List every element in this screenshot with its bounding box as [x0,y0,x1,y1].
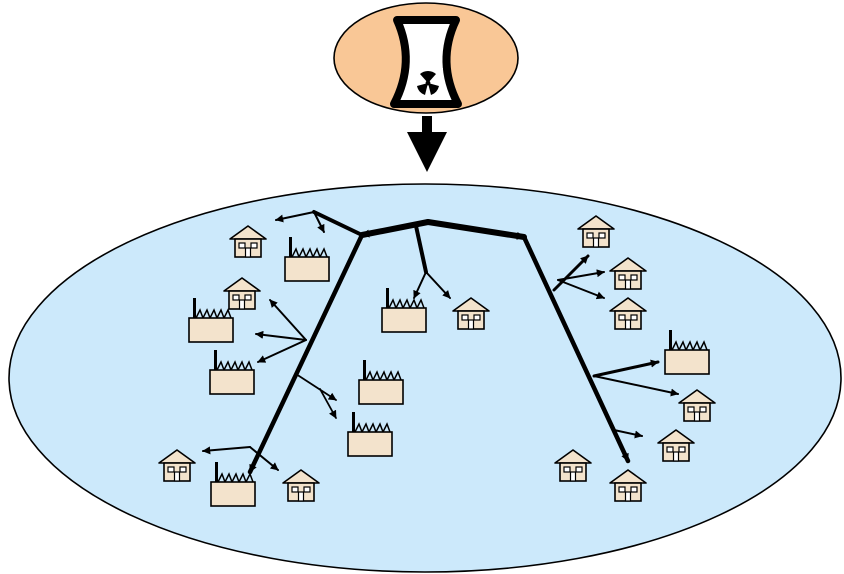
radiation-trefoil-icon [413,68,443,96]
branch-lines [202,224,679,471]
power-plant [333,2,519,114]
service-area [8,183,842,573]
main-transmission-lines [247,210,631,475]
plant-supply-arrow [407,116,447,172]
